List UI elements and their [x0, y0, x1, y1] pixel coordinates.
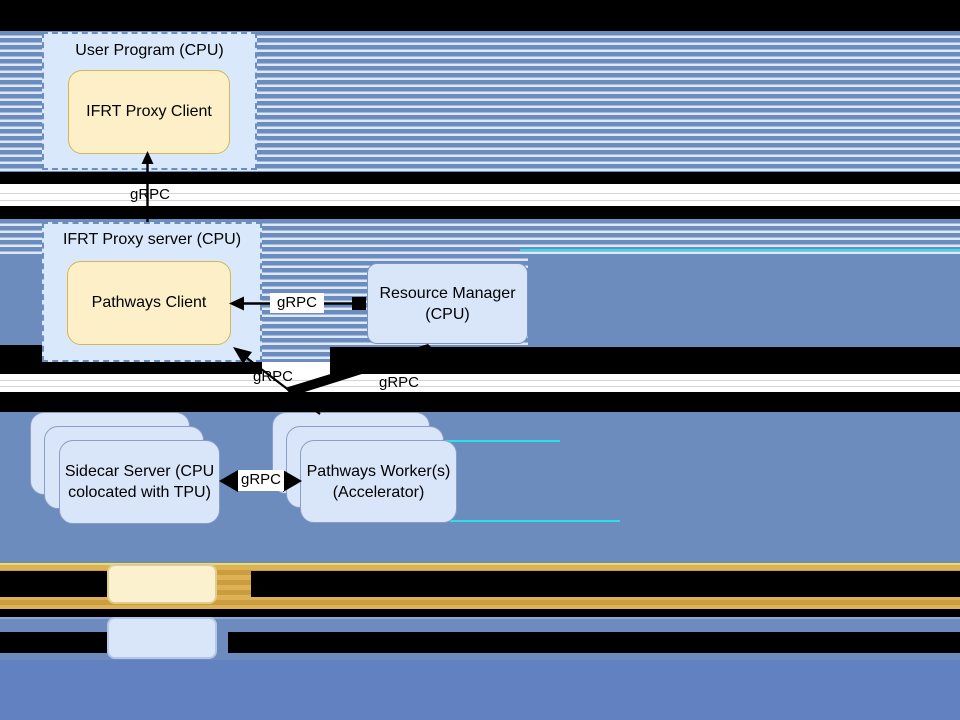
user-program-title: User Program (CPU)	[75, 42, 224, 59]
grpc-label-workers-client: gRPC	[252, 368, 293, 385]
black-band-5	[0, 392, 960, 412]
grpc-label-resource-manager: gRPC	[270, 293, 324, 313]
legend-redaction-bar-left-2	[0, 632, 107, 653]
solid-blue-left-margin	[0, 255, 42, 345]
black-band-4-under-box	[42, 362, 262, 374]
pathways-client-node: Pathways Client	[67, 261, 231, 345]
legend-redaction-bar-left-1	[0, 571, 107, 597]
cyan-glitch-line	[520, 249, 960, 251]
white-glitch-band-upper	[0, 184, 960, 206]
grpc-label-rm-workers: gRPC	[378, 374, 419, 391]
ifrt-proxy-client-node: IFRT Proxy Client	[68, 70, 230, 154]
sidecar-server-label-line1: Sidecar Server (CPU	[64, 463, 215, 480]
cyan-glitch-line	[450, 520, 620, 522]
grpc-label-sidecar-workers: gRPC	[238, 470, 284, 491]
legend-redaction-bar-1	[251, 571, 960, 597]
pathways-workers-label-line2: (Accelerator)	[332, 483, 425, 501]
pathways-workers-label-line1: Pathways Worker(s)	[306, 462, 451, 480]
black-band-2	[0, 172, 960, 184]
resource-manager-label-line1: Resource Manager	[379, 284, 516, 302]
solid-blue-right	[528, 258, 960, 347]
legend-blue-swatch	[107, 617, 217, 659]
cyan-glitch-line	[445, 440, 560, 442]
ifrt-proxy-server-title: IFRT Proxy server (CPU)	[62, 231, 242, 248]
legend-yellow-swatch	[107, 564, 217, 604]
grpc-label-proxy: gRPC	[129, 186, 170, 203]
black-band-3	[0, 206, 960, 219]
pathways-client-label: Pathways Client	[91, 294, 207, 311]
pathways-workers-node: Pathways Worker(s) (Accelerator)	[300, 440, 457, 523]
resource-manager-node: Resource Manager (CPU)	[367, 263, 528, 344]
white-glitch-band-lower	[0, 374, 960, 392]
ifrt-proxy-client-label: IFRT Proxy Client	[86, 103, 212, 120]
legend-redaction-bar-2	[228, 632, 960, 653]
black-band-4-left	[0, 345, 42, 374]
black-band-top	[0, 0, 960, 31]
black-band-6	[0, 609, 960, 617]
sidecar-server-node: Sidecar Server (CPU colocated with TPU)	[59, 440, 220, 524]
black-band-4-right	[330, 347, 960, 374]
sidecar-server-label-line2: colocated with TPU)	[68, 484, 211, 501]
resource-manager-label-line2: (CPU)	[425, 305, 470, 323]
solid-blue-bottom	[0, 660, 960, 720]
